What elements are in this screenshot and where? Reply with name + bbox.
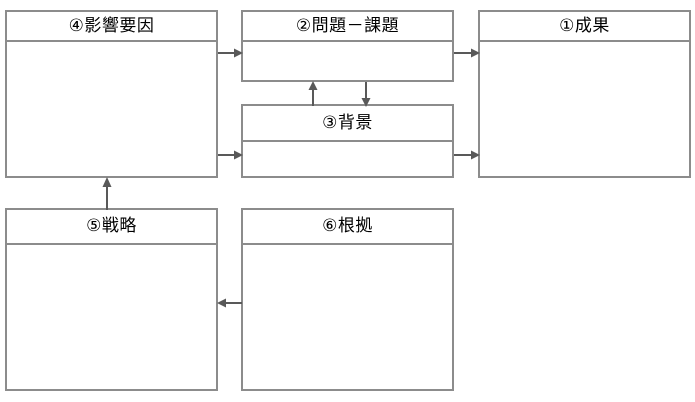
diagram-box-rationale-body[interactable] [243,245,452,389]
arrow-box6-to-box5-icon [217,298,242,308]
arrow-box5-to-box4-icon [102,177,112,210]
diagram-box-outcome-header: ①成果 [480,12,689,42]
diagram-box-problem-issue-body[interactable] [243,42,452,80]
diagram-box-problem-issue-header: ②問題－課題 [243,12,452,42]
arrow-box3-to-box2-icon [308,81,318,106]
diagram-box-rationale-title: ⑥根拠 [322,216,373,236]
diagram-box-background[interactable]: ③背景 [241,104,454,178]
diagram-box-outcome[interactable]: ①成果 [478,10,691,178]
arrow-box2-to-box3-icon [361,82,371,107]
diagram-box-strategy-body[interactable] [7,245,216,389]
diagram-box-background-header: ③背景 [243,106,452,142]
diagram-box-outcome-body[interactable] [480,42,689,176]
arrow-box4-to-box2-icon [218,48,243,58]
diagram-box-problem-issue-title: ②問題－課題 [295,15,400,36]
diagram-box-influence-factors-title: ④影響要因 [68,15,155,36]
diagram-box-problem-issue[interactable]: ②問題－課題 [241,10,454,82]
diagram-box-rationale[interactable]: ⑥根拠 [241,208,454,391]
diagram-box-strategy-header: ⑤戦略 [7,210,216,245]
arrow-box4-to-box3-icon [218,150,243,160]
diagram-box-influence-factors-body[interactable] [7,42,216,176]
diagram-box-influence-factors[interactable]: ④影響要因 [5,10,218,178]
diagram-box-background-title: ③背景 [322,112,373,133]
diagram-box-rationale-header: ⑥根拠 [243,210,452,245]
diagram-box-outcome-title: ①成果 [559,15,610,36]
arrow-box3-to-box1-icon [454,150,480,160]
diagram-box-strategy[interactable]: ⑤戦略 [5,208,218,391]
arrow-box2-to-box1-icon [454,48,480,58]
diagram-box-strategy-title: ⑤戦略 [86,216,137,236]
diagram-box-background-body[interactable] [243,142,452,176]
diagram-box-influence-factors-header: ④影響要因 [7,12,216,42]
